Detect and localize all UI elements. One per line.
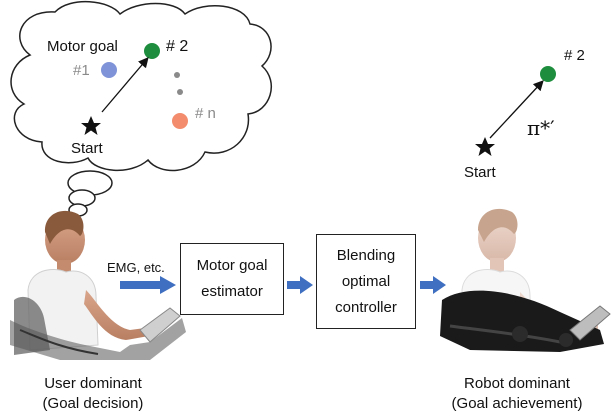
robot-start-star-icon xyxy=(475,137,495,156)
controller-line-1: Blending xyxy=(336,246,396,264)
robot-caption-line-1: Robot dominant xyxy=(464,375,570,392)
blending-optimal-controller-box: Blending optimal controller xyxy=(316,234,416,329)
goal-vector-arrow xyxy=(101,57,149,113)
user-figure xyxy=(10,210,186,360)
ellipsis-dot-2 xyxy=(177,89,183,95)
robot-caption-line-2: (Goal achievement) xyxy=(451,395,583,412)
robot-goal-vector-arrow xyxy=(489,80,544,139)
user-caption: User dominant (Goal decision) xyxy=(18,374,168,414)
emg-label: EMG, etc. xyxy=(107,260,165,275)
goal-1-label: #1 xyxy=(73,62,90,79)
robot-caption: Robot dominant (Goal achievement) xyxy=(424,374,610,414)
goal-2-label: # 2 xyxy=(166,38,189,55)
estimator-to-controller-arrow xyxy=(287,276,313,294)
user-caption-line-2: (Goal decision) xyxy=(42,395,144,412)
controller-line-3: controller xyxy=(335,298,397,316)
motor-goal-estimator-box: Motor goal estimator xyxy=(180,243,284,315)
robot-start-label: Start xyxy=(464,164,496,181)
ellipsis-dot-1 xyxy=(174,72,180,78)
robot-figure xyxy=(440,208,611,352)
goal-1-marker xyxy=(101,62,117,78)
estimator-line-2: estimator xyxy=(201,283,263,300)
goal-2-marker xyxy=(144,43,160,59)
controller-to-robot-arrow xyxy=(420,276,446,294)
start-star-icon xyxy=(81,116,101,135)
goal-n-label: # n xyxy=(195,105,216,122)
user-caption-line-1: User dominant xyxy=(44,375,142,392)
thought-cloud xyxy=(10,0,273,172)
estimator-line-1: Motor goal xyxy=(196,257,268,274)
robot-goal-2-label: # 2 xyxy=(564,47,585,64)
start-label: Start xyxy=(71,140,103,157)
emg-signal-arrow xyxy=(120,276,176,294)
thought-bubble-medium xyxy=(68,189,96,207)
policy-label: π*′ xyxy=(527,116,555,140)
controller-line-2: optimal xyxy=(341,272,391,290)
goal-n-marker xyxy=(172,113,188,129)
robot-goal-2-marker xyxy=(540,66,556,82)
motor-goal-label: Motor goal xyxy=(47,38,118,55)
